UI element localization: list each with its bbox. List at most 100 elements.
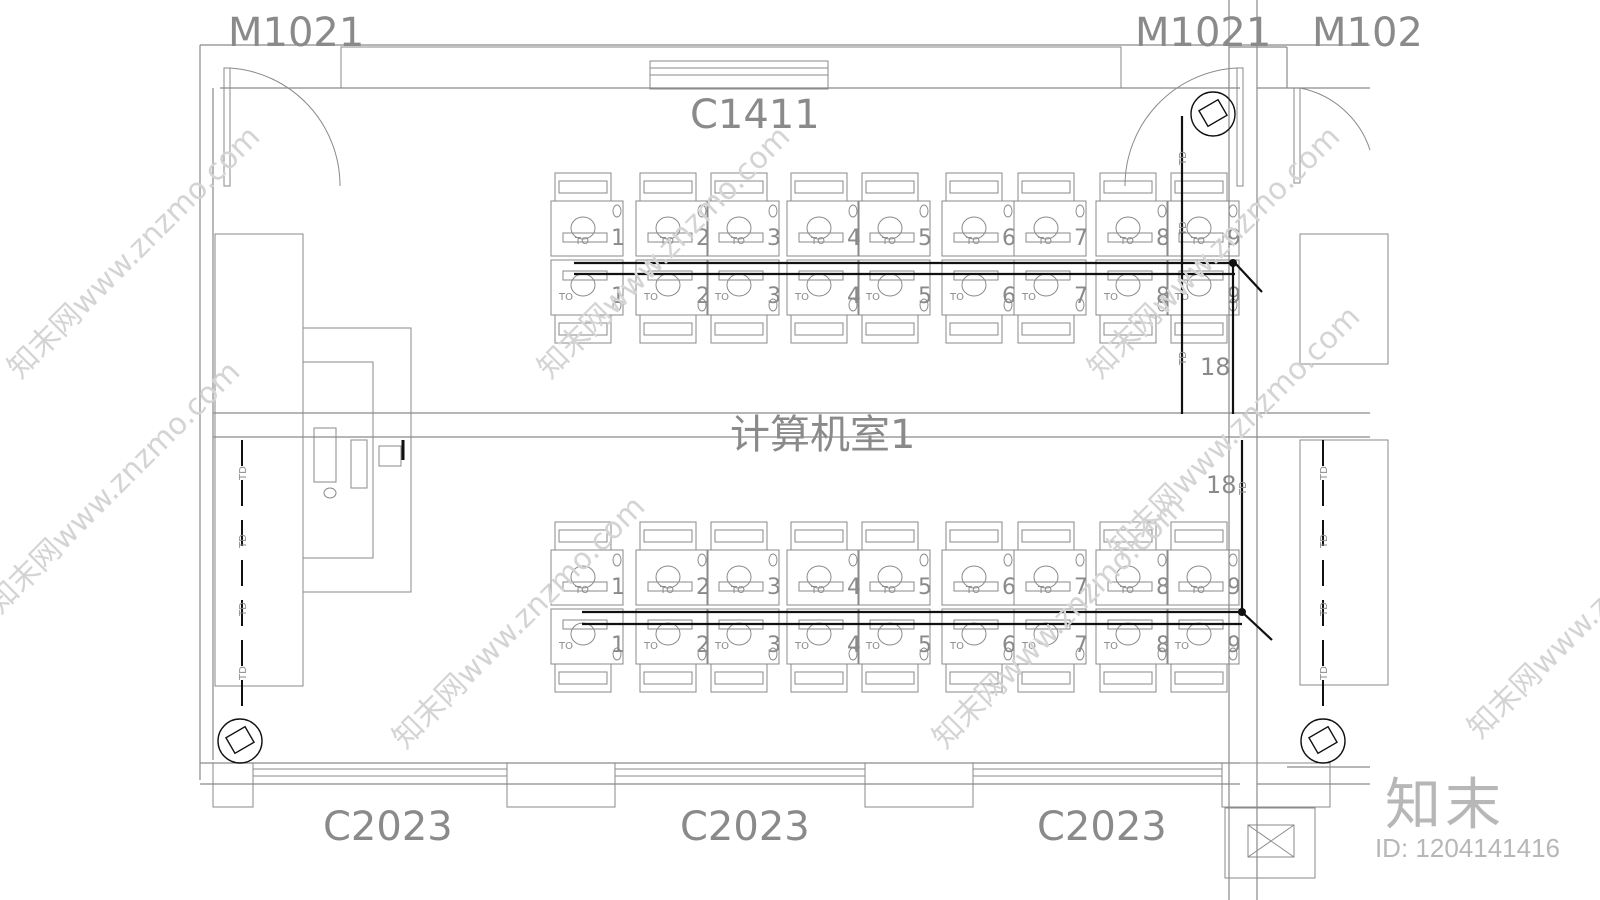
window-label: C2023 <box>323 804 453 850</box>
workstation <box>1013 172 1087 344</box>
watermark-text: 知末网www.znzmo.com <box>531 119 797 385</box>
window-c1411 <box>340 46 1122 90</box>
workstation <box>635 172 709 344</box>
workstation-number: 1 <box>611 575 625 600</box>
workstation-number: 4 <box>847 284 861 309</box>
td-tag: TD <box>238 466 249 481</box>
cabinet-icon <box>1300 718 1346 764</box>
outlet-tag: TO <box>1037 585 1052 596</box>
workstation-number: 9 <box>1227 633 1241 658</box>
cable-count-label: 18 <box>1206 471 1237 499</box>
workstation <box>1166 172 1240 344</box>
watermark-text: 知末网www.znzmo.com <box>1 119 267 385</box>
workstation <box>1095 521 1169 693</box>
outlet-tag: TO <box>1021 292 1036 303</box>
outlet-tag: TO <box>558 641 573 652</box>
outlet-tag: TO <box>730 236 745 247</box>
workstation <box>706 172 780 344</box>
td-tag: TD <box>1319 534 1330 549</box>
workstation-number: 3 <box>767 226 781 251</box>
workstation <box>1166 521 1240 693</box>
workstation-number: 1 <box>611 284 625 309</box>
workstation-number: 4 <box>847 633 861 658</box>
td-tag: TD <box>1319 666 1330 681</box>
teacher-desk-area <box>214 233 412 687</box>
workstation-number: 4 <box>847 575 861 600</box>
workstation-number: 1 <box>611 226 625 251</box>
window-label: C2023 <box>1037 804 1167 850</box>
outlet-tag: TO <box>794 641 809 652</box>
workstation <box>706 521 780 693</box>
workstation-number: 2 <box>696 575 710 600</box>
outlet-tag: TO <box>865 292 880 303</box>
outlet-tag: TO <box>574 236 589 247</box>
td-tag: TD <box>1238 481 1249 496</box>
window-label: C2023 <box>680 804 810 850</box>
workstation <box>941 172 1015 344</box>
td-tag: TD <box>238 534 249 549</box>
workstation-number: 8 <box>1156 226 1170 251</box>
outlet-tag: TO <box>643 292 658 303</box>
outlet-tag: TO <box>643 641 658 652</box>
watermark-text: 知末网www.znzmo.com <box>386 489 652 755</box>
workstation-number: 7 <box>1074 575 1088 600</box>
cable-routing <box>574 116 1273 641</box>
workstation-number: 8 <box>1156 633 1170 658</box>
outlet-tag: TO <box>659 236 674 247</box>
outlet-tag: TO <box>714 641 729 652</box>
outlet-tag: TO <box>1103 292 1118 303</box>
workstation-number: 5 <box>918 575 932 600</box>
workstation <box>550 521 624 693</box>
brand-id: ID: 1204141416 <box>1374 833 1560 863</box>
td-tag: TD <box>238 602 249 617</box>
workstation <box>857 172 931 344</box>
outlet-tag: TO <box>1021 641 1036 652</box>
window-label: C1411 <box>690 92 820 138</box>
outlet-tag: TO <box>965 585 980 596</box>
outlet-tag: TO <box>574 585 589 596</box>
walls <box>199 0 1370 900</box>
outlet-tag: TO <box>810 585 825 596</box>
outlet-tag: TO <box>1037 236 1052 247</box>
workstation <box>635 521 709 693</box>
workstation <box>786 172 860 344</box>
outlet-tag: TO <box>714 292 729 303</box>
workstation-number: 9 <box>1227 575 1241 600</box>
workstation-number: 8 <box>1156 575 1170 600</box>
outlet-tag: TO <box>965 236 980 247</box>
td-tag: TD <box>1319 602 1330 617</box>
outlet-tag: TO <box>881 236 896 247</box>
adjacent-room <box>1299 233 1389 686</box>
outlet-tag: TO <box>1119 585 1134 596</box>
td-tag: TD <box>1178 151 1189 166</box>
workstation <box>1013 521 1087 693</box>
workstation-number: 2 <box>696 284 710 309</box>
workstation-number: 6 <box>1002 575 1016 600</box>
td-tag: TD <box>238 666 249 681</box>
doors <box>223 67 1371 187</box>
workstation <box>550 172 624 344</box>
workstation-number: 7 <box>1074 226 1088 251</box>
outlet-tag: TO <box>730 585 745 596</box>
outlet-tag: TO <box>1174 641 1189 652</box>
junction-node-top <box>1229 259 1237 267</box>
outlet-tag: TO <box>865 641 880 652</box>
workstation-number: 5 <box>918 284 932 309</box>
brand-logo: 知末 <box>1385 773 1505 838</box>
outlet-tag: TO <box>1119 236 1134 247</box>
workstation-number: 3 <box>767 284 781 309</box>
junction-node-bottom <box>1238 608 1246 616</box>
td-tag: TD <box>1178 351 1189 366</box>
workstation-number: 5 <box>918 226 932 251</box>
outlet-tag: TO <box>949 641 964 652</box>
watermark-text: 知末网www.znzmo.com <box>1461 479 1600 745</box>
workstation-number: 2 <box>696 633 710 658</box>
outlet-tag: TO <box>810 236 825 247</box>
outlet-tag: TO <box>1190 585 1205 596</box>
workstation-number: 5 <box>918 633 932 658</box>
workstation-number: 7 <box>1074 633 1088 658</box>
outlet-tag: TO <box>659 585 674 596</box>
workstation-number: 9 <box>1227 226 1241 251</box>
workstation <box>857 521 931 693</box>
